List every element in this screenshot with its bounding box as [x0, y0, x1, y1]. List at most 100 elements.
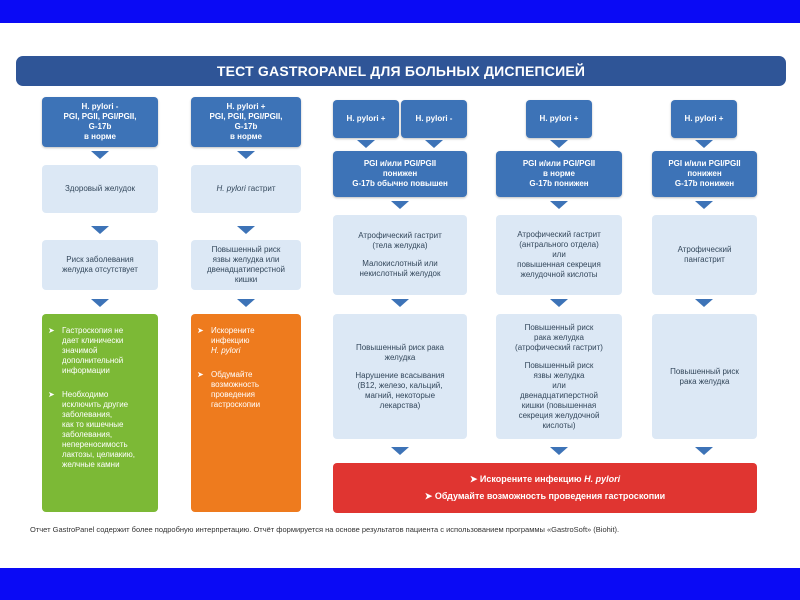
- arrow-down-icon: [237, 226, 255, 234]
- chevron-right-icon: ➤: [48, 326, 55, 335]
- col5-diag-line: пангастрит: [684, 255, 725, 264]
- col5-diag-line: Атрофический: [677, 245, 732, 254]
- col5-risk-line: Повышенный риск: [670, 366, 739, 376]
- col1-rec-line: дополнительной: [62, 356, 124, 365]
- col2-rec-line: возможность: [211, 380, 260, 389]
- col3-markers: PGI и/или PGI/PGII понижен G-17b обычно …: [333, 151, 467, 197]
- col2-rec-line: гастроскопии: [211, 400, 261, 409]
- col1-rec-line: лактозы, целиакию,: [62, 450, 135, 459]
- col2-rec-line: Обдумайте: [211, 370, 253, 379]
- col5-risk: Повышенный риск рака желудка: [652, 314, 757, 439]
- arrow-down-icon: [237, 151, 255, 159]
- bottom-band: [0, 568, 800, 600]
- col3-diag-line: (тела желудка): [372, 241, 428, 250]
- col4-risk-line: (атрофический гастрит): [515, 342, 603, 352]
- col2-risk-line: кишки: [234, 275, 258, 284]
- col2-header-line: G-17b: [234, 122, 258, 131]
- col1-rec-line: желчные камни: [62, 460, 120, 469]
- col5-diagnosis: Атрофический пангастрит: [652, 215, 757, 295]
- col3-diag-line: Малокислотный или: [362, 259, 438, 268]
- col3-markers-line: G-17b обычно повышен: [352, 179, 448, 188]
- col2-risk-line: Повышенный риск: [211, 245, 281, 254]
- arrow-down-icon: [391, 299, 409, 307]
- col4-diag-line: (антрального отдела): [519, 240, 599, 249]
- chevron-right-icon: ➤: [197, 326, 204, 335]
- col2-recommendation: ➤ Искорените инфекцию H. pylori ➤ Обдума…: [191, 314, 301, 512]
- col3-diag-line: некислотный желудок: [359, 269, 441, 278]
- col2-risk: Повышенный риск язвы желудка или двенадц…: [191, 240, 301, 290]
- col5-markers-line: понижен: [687, 169, 722, 178]
- col5-markers: PGI и/или PGI/PGII понижен G-17b понижен: [652, 151, 757, 197]
- col5-markers-line: G-17b понижен: [674, 179, 735, 188]
- col4-risk-line: или: [552, 380, 566, 390]
- col4-risk-line: рака желудка: [534, 332, 584, 342]
- col4-risk: Повышенный риск рака желудка (атрофическ…: [496, 314, 622, 439]
- col1-header: H. pylori - PGI, PGII, PGI/PGII, G-17b в…: [42, 97, 158, 147]
- col3-markers-line: PGI и/или PGI/PGII: [363, 159, 437, 168]
- col4-risk-line: Повышенный риск: [524, 360, 594, 370]
- col4-risk-line: кислоты): [542, 420, 576, 430]
- arrow-down-icon: [550, 201, 568, 209]
- arrow-down-icon: [550, 140, 568, 148]
- footer-note: Отчет GastroPanel содержит более подробн…: [30, 525, 620, 534]
- col2-rec-item: ➤ Обдумайте возможность проведения гастр…: [197, 370, 295, 410]
- col2-header-line: в норме: [229, 132, 262, 141]
- col4-risk-line: кишки (повышенная: [521, 400, 597, 410]
- col2-risk-line: двенадцатиперстной: [206, 265, 286, 274]
- arrow-down-icon: [357, 140, 375, 148]
- col3-markers-line: понижен: [382, 169, 418, 178]
- col5-hp: H. pylori +: [671, 100, 737, 138]
- red-line-1-italic: H. pylori: [584, 474, 621, 484]
- col2-header-line: H. pylori +: [226, 102, 266, 111]
- arrow-down-icon: [237, 299, 255, 307]
- col3-diag-line: Атрофический гастрит: [358, 231, 442, 240]
- arrow-down-icon: [695, 447, 713, 455]
- col2-header: H. pylori + PGI, PGII, PGI/PGII, G-17b в…: [191, 97, 301, 147]
- col4-diag-line: повышенная секреция: [517, 260, 601, 269]
- arrow-down-icon: [91, 226, 109, 234]
- col3-risk-line: (B12, железо, кальций,: [357, 380, 443, 390]
- col1-header-line: PGI, PGII, PGI/PGII,: [63, 112, 137, 121]
- col4-diagnosis: Атрофический гастрит (антрального отдела…: [496, 215, 622, 295]
- col4-diag-line: или: [552, 250, 566, 259]
- col1-header-line: H. pylori -: [81, 102, 119, 111]
- col3-risk-line: магний, некоторые: [364, 390, 436, 400]
- arrow-down-icon: [391, 201, 409, 209]
- col3-hp-plus: H. pylori +: [333, 100, 399, 138]
- col3-risk-line: Нарушение всасывания: [355, 370, 445, 380]
- col2-rec-line: инфекцию: [211, 336, 250, 345]
- col1-rec-line: Гастроскопия не: [62, 326, 124, 335]
- col5-hp-text: H. pylori +: [684, 114, 724, 123]
- col2-rec-line: проведения: [211, 390, 255, 399]
- arrow-down-icon: [91, 151, 109, 159]
- col5-markers-line: PGI и/или PGI/PGII: [668, 159, 741, 168]
- col3-diagnosis: Атрофический гастрит (тела желудка) Мало…: [333, 215, 467, 295]
- chevron-right-icon: ➤: [48, 390, 55, 399]
- col2-risk-line: язвы желудка или: [212, 255, 280, 264]
- col2-rec-line: H. pylori: [211, 346, 241, 355]
- col1-state: Здоровый желудок: [42, 165, 158, 213]
- red-line-1-text: ➤ Искорените инфекцию: [469, 474, 585, 484]
- col3-hp-minus-text: H. pylori -: [415, 114, 453, 123]
- col1-risk-line: желудка отсутствует: [62, 265, 138, 274]
- col1-rec-line: информации: [62, 366, 110, 375]
- col3-risk-line: Повышенный риск рака: [355, 342, 444, 352]
- col1-rec-line: непереносимость: [62, 440, 128, 449]
- col1-header-line: в норме: [83, 132, 116, 141]
- top-band: [0, 0, 800, 23]
- eradication-recommendation: ➤ Искорените инфекцию H. pylori ➤ Обдума…: [333, 463, 757, 513]
- col3-risk-line: лекарства): [379, 400, 421, 410]
- col2-state-rest: гастрит: [245, 184, 276, 193]
- col3-risk-line: желудка: [384, 352, 416, 362]
- col1-rec-item: ➤ Гастроскопия не дает клинически значим…: [48, 326, 152, 376]
- col4-risk-line: двенадцатиперстной: [519, 390, 599, 400]
- col2-state-italic: H. pylori: [216, 184, 246, 193]
- col1-recommendation: ➤ Гастроскопия не дает клинически значим…: [42, 314, 158, 512]
- col4-markers-line: в норме: [542, 169, 575, 178]
- arrow-down-icon: [695, 201, 713, 209]
- col1-rec-line: значимой: [62, 346, 98, 355]
- col2-rec-item: ➤ Искорените инфекцию H. pylori: [197, 326, 295, 356]
- col4-markers-line: PGI и/или PGI/PGII: [522, 159, 596, 168]
- col2-state: H. pylori гастрит: [191, 165, 301, 213]
- col4-hp: H. pylori +: [526, 100, 592, 138]
